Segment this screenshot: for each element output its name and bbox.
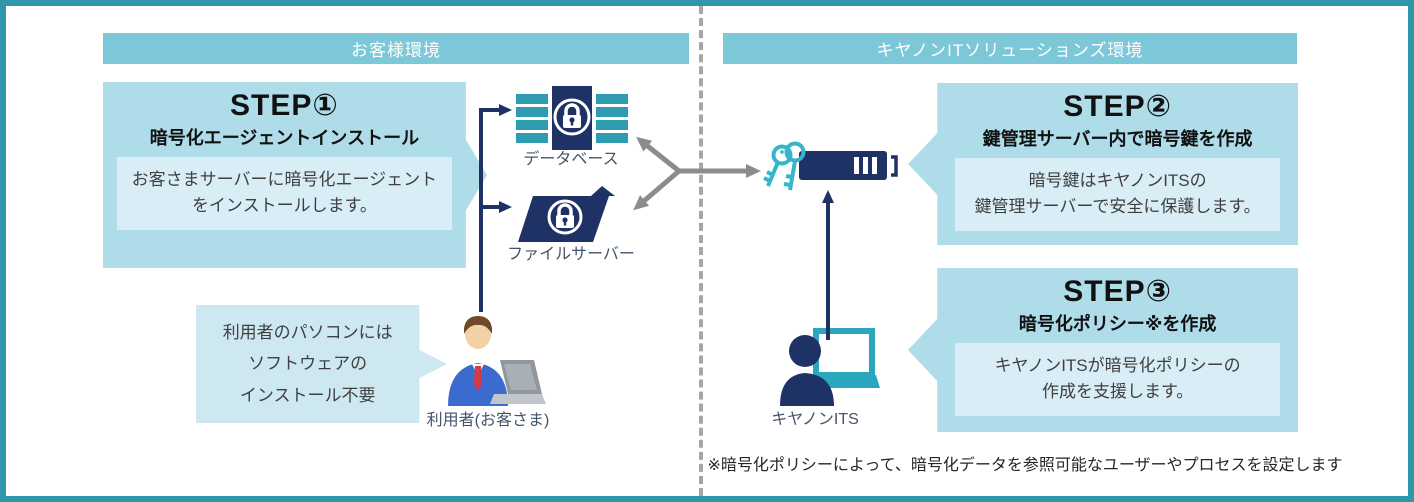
- header-canon-its-environment-label: キヤノンITソリューションズ環境: [876, 41, 1144, 60]
- header-customer-environment: お客様環境: [103, 33, 689, 64]
- arrow-junction-to-file-server: [633, 169, 681, 211]
- step1-callout: STEP① 暗号化エージェントインストール お客さまサーバーに暗号化エージェント…: [103, 82, 487, 268]
- step3-subtitle: 暗号化ポリシー※を作成: [1018, 314, 1217, 334]
- key-management-server-icon: [763, 141, 898, 191]
- step1-title: STEP①: [230, 89, 339, 122]
- step2-subtitle: 鍵管理サーバー内で暗号鍵を作成: [982, 129, 1253, 149]
- arrow-junction-to-database: [636, 136, 681, 173]
- environment-divider-dashed-line: [699, 6, 703, 496]
- step3-description: キヤノンITSが暗号化ポリシーの 作成を支援します。: [954, 343, 1281, 416]
- step2-description: 暗号鍵はキヤノンITSの 鍵管理サーバーで安全に保護します。: [954, 158, 1281, 231]
- step2-callout: STEP② 鍵管理サーバー内で暗号鍵を作成 暗号鍵はキヤノンITSの 鍵管理サー…: [908, 83, 1298, 245]
- no-install-speech-bubble: 利用者のパソコンには ソフトウェアの インストール不要: [196, 305, 447, 423]
- header-canon-its-environment: キヤノンITソリューションズ環境: [723, 33, 1297, 64]
- encryption-policy-footnote: ※暗号化ポリシーによって、暗号化データを参照可能なユーザーやプロセスを設定します: [707, 457, 1343, 474]
- step2-title: STEP②: [1063, 90, 1172, 123]
- canon-its-label: キヤノンITS: [771, 411, 859, 428]
- canon-its-person-icon: [780, 328, 880, 406]
- file-server-label: ファイルサーバー: [507, 246, 635, 263]
- header-customer-environment-label: お客様環境: [351, 41, 441, 60]
- step1-subtitle: 暗号化エージェントインストール: [149, 128, 420, 148]
- user-label: 利用者(お客さま): [426, 412, 550, 429]
- user-with-laptop-icon: [448, 316, 546, 406]
- file-server-lock-icon: [518, 186, 615, 242]
- database-lock-icon: [516, 86, 628, 150]
- arrow-user-to-database: [479, 104, 512, 312]
- step3-callout: STEP③ 暗号化ポリシー※を作成 キヤノンITSが暗号化ポリシーの 作成を支援…: [908, 268, 1298, 432]
- no-install-speech-bubble-text: 利用者のパソコンには ソフトウェアの インストール不要: [222, 322, 393, 405]
- database-label: データベース: [523, 151, 619, 168]
- step3-title: STEP③: [1063, 275, 1172, 308]
- step1-description: お客さまサーバーに暗号化エージェント をインストールします。: [117, 157, 452, 230]
